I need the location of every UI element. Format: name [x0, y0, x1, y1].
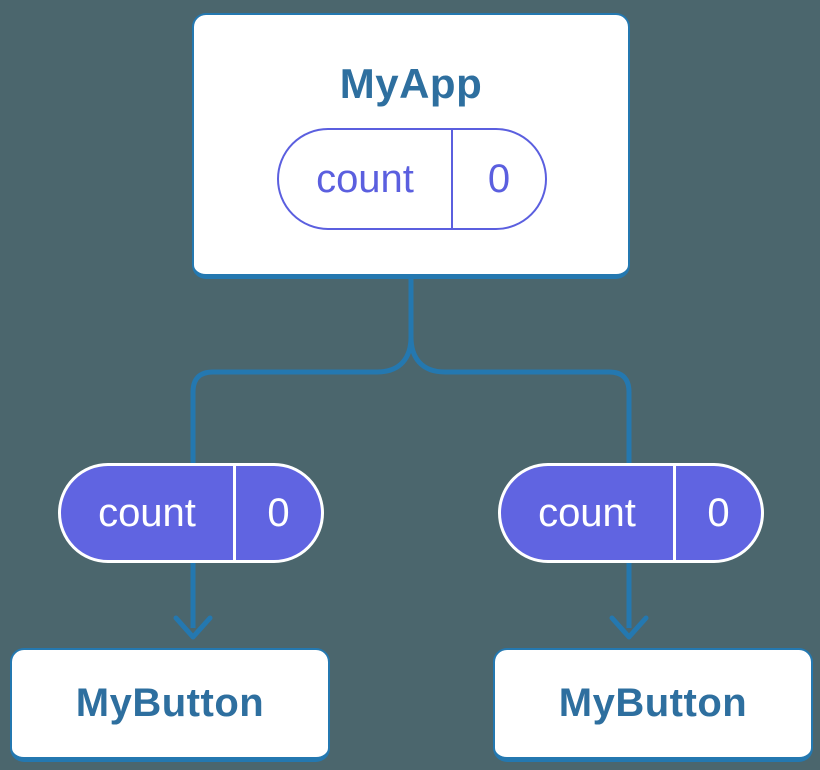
- root-state-pill: count 0: [277, 128, 547, 230]
- mybutton-card-left: MyButton: [10, 648, 330, 762]
- component-title: MyButton: [75, 681, 265, 725]
- state-value: 0: [451, 130, 545, 228]
- right-branch-line: [408, 336, 632, 628]
- state-value: 0: [673, 466, 761, 560]
- left-child-state-pill: count 0: [58, 463, 324, 563]
- state-label: count: [316, 157, 414, 201]
- arrow-down-icon: [609, 615, 649, 640]
- left-branch-line: [190, 336, 414, 628]
- state-value: 0: [233, 466, 321, 560]
- mybutton-card-right: MyButton: [493, 648, 813, 762]
- component-title: MyButton: [558, 681, 748, 725]
- myapp-card: MyApp count 0: [192, 13, 630, 279]
- component-title: MyApp: [339, 60, 483, 107]
- arrow-down-icon: [173, 615, 213, 640]
- state-label: count: [538, 491, 636, 535]
- state-label: count: [98, 491, 196, 535]
- right-child-state-pill: count 0: [498, 463, 764, 563]
